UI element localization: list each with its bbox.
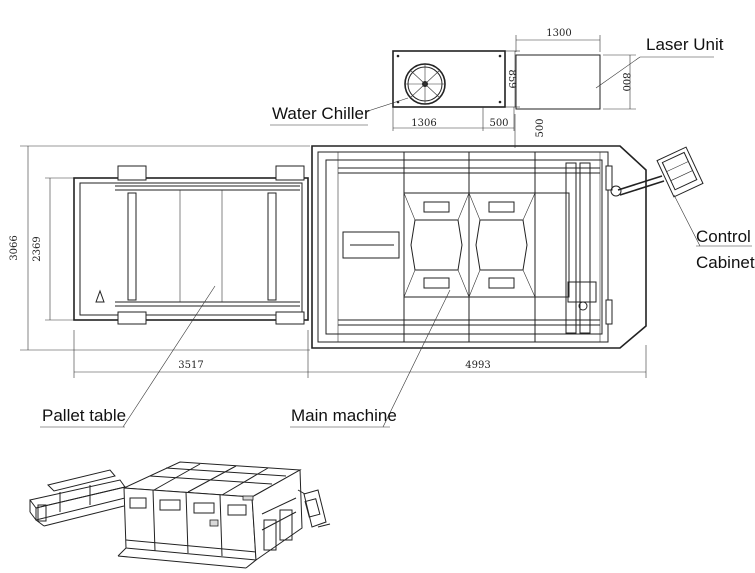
water-chiller-callout: Water Chiller (272, 104, 370, 123)
main-machine-callout: Main machine (291, 406, 397, 425)
pallet-height-label: 2369 (32, 236, 43, 261)
laser-width-label: 1300 (546, 28, 571, 39)
overall-height-label: 3066 (9, 235, 20, 260)
chiller-dimension-lines (392, 50, 520, 148)
machine-length-label: 4993 (465, 360, 490, 371)
laser-height-label: 800 (620, 72, 631, 91)
gap-500-horizontal-label: 500 (489, 118, 508, 129)
isometric-view (29, 461, 331, 569)
chiller-height-label: 859 (506, 69, 517, 88)
overall-dimension-lines (20, 145, 647, 378)
gap-500-vertical-label: 500 (535, 118, 546, 137)
pallet-table-callout: Pallet table (42, 406, 126, 425)
control-cabinet-callout-line2: Cabinet (696, 253, 755, 272)
pallet-length-label: 3517 (178, 360, 203, 371)
laser-unit-outline (515, 35, 636, 110)
chiller-width-label: 1306 (411, 118, 436, 129)
control-cabinet-callout-line1: Control (696, 227, 751, 246)
water-chiller (392, 50, 506, 108)
pallet-table-plan (73, 165, 309, 325)
laser-unit-callout: Laser Unit (646, 35, 724, 54)
callout-leaders (40, 56, 752, 428)
control-cabinet (610, 146, 704, 198)
main-machine-plan (311, 145, 647, 349)
